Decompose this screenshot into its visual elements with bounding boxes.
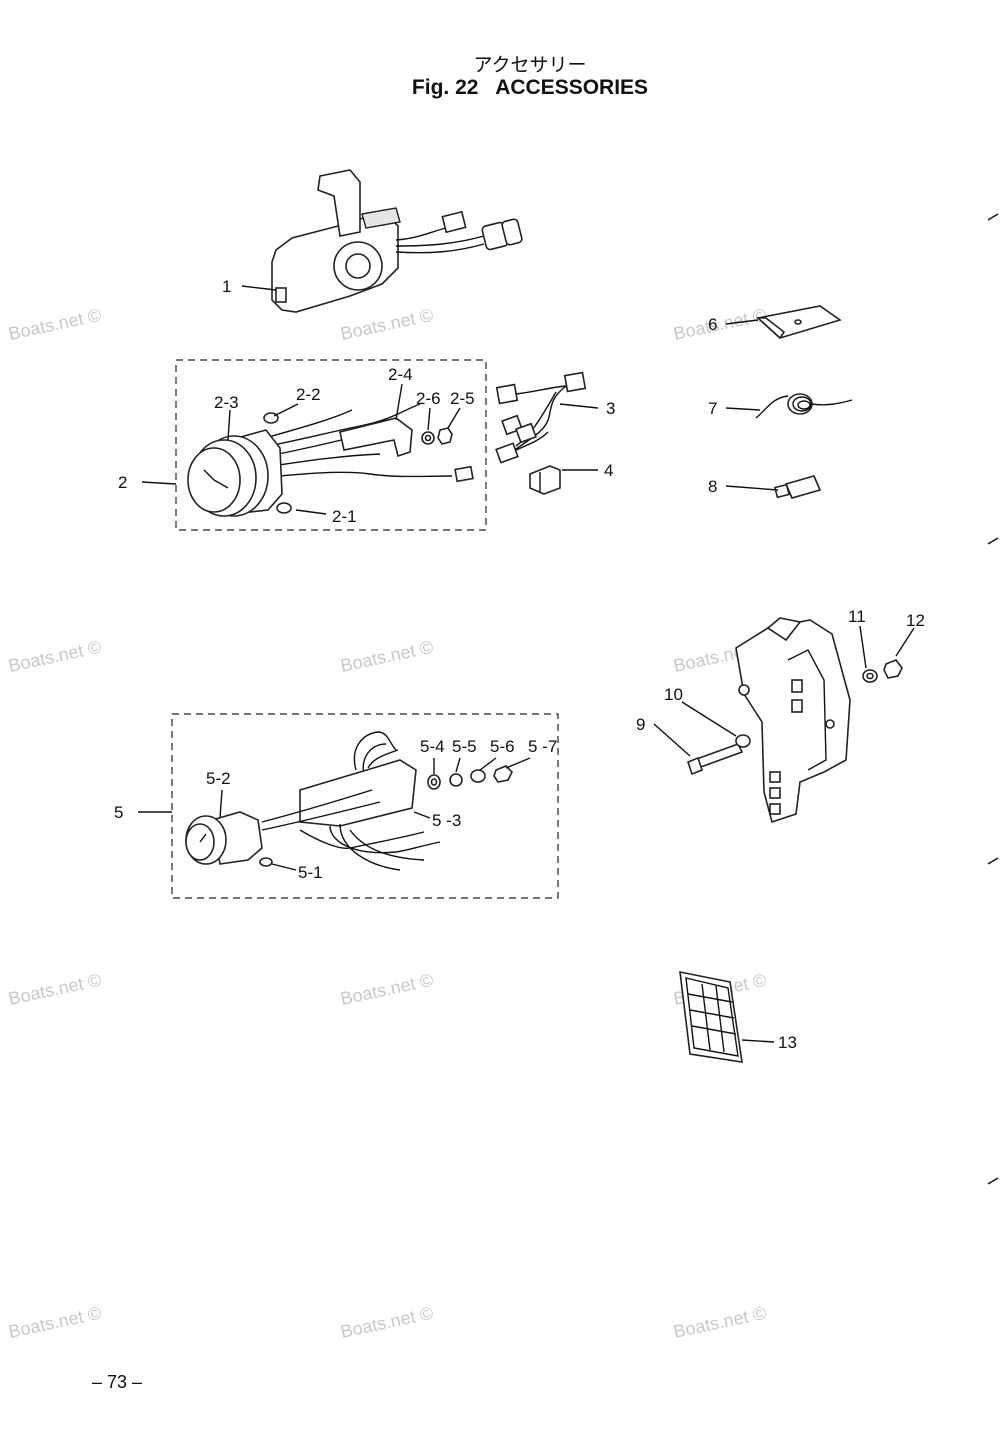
part-6-pouch	[755, 305, 842, 340]
label-1: 1	[222, 277, 231, 296]
watermark: Boats.net ©	[7, 970, 103, 1009]
label-13: 13	[778, 1033, 797, 1052]
label-3: 3	[606, 399, 615, 418]
label-2-6: 2-6	[416, 389, 441, 408]
label-10: 10	[664, 685, 683, 704]
label-4: 4	[604, 461, 613, 480]
label-2-4: 2-4	[388, 365, 413, 384]
label-5-2: 5-2	[206, 769, 231, 788]
label-5-7: 5 -7	[528, 737, 557, 756]
label-2-5: 2-5	[450, 389, 475, 408]
part-1-remote-control-box	[271, 169, 523, 313]
label-11: 11	[848, 607, 866, 626]
part-13-decal	[679, 970, 743, 1063]
label-5-4: 5-4	[420, 737, 445, 756]
label-5-1: 5-1	[298, 863, 323, 882]
page-number: – 73 –	[92, 1372, 143, 1392]
watermark: Boats.net ©	[339, 970, 435, 1009]
label-2-2: 2-2	[296, 385, 321, 404]
part-7-cord	[755, 393, 853, 419]
watermark: Boats.net ©	[672, 1303, 768, 1342]
watermark: Boats.net ©	[339, 637, 435, 676]
title-japanese: アクセサリー	[473, 54, 587, 76]
label-9: 9	[636, 715, 645, 734]
label-6: 6	[708, 315, 717, 334]
part-2-tachometer	[187, 403, 474, 517]
figure-title: Fig. 22 ACCESSORIES	[0, 76, 1000, 100]
label-5-3: 5 -3	[432, 811, 461, 830]
part-5-group-box	[171, 713, 559, 899]
edge-marks	[987, 213, 999, 1185]
part-8-fitting	[773, 475, 822, 499]
watermark: Boats.net ©	[672, 305, 768, 344]
watermarks: Boats.net © Boats.net © Boats.net © Boat…	[7, 305, 768, 1342]
label-5: 5	[114, 803, 123, 822]
watermark: Boats.net ©	[7, 1303, 103, 1342]
part-labels: 1 2 2-1 2-2 2-3 2-4 2-6 2-5 3 4 5 5-1 5-…	[114, 277, 925, 1052]
label-2: 2	[118, 473, 127, 492]
watermark: Boats.net ©	[339, 1303, 435, 1342]
label-8: 8	[708, 477, 717, 496]
label-2-3: 2-3	[214, 393, 239, 412]
part-9-12-bracket	[687, 617, 903, 824]
figure-number: Fig. 22	[411, 76, 479, 99]
label-7: 7	[708, 399, 717, 418]
watermark: Boats.net ©	[339, 305, 435, 344]
label-5-6: 5-6	[490, 737, 515, 756]
leader-lines	[138, 285, 915, 1043]
label-2-1: 2-1	[332, 507, 357, 526]
part-5-hour-meter	[185, 731, 513, 871]
watermark: Boats.net ©	[7, 637, 103, 676]
label-5-5: 5-5	[452, 737, 477, 756]
part-3-wire-harness	[495, 371, 587, 464]
figure-name: ACCESSORIES	[495, 76, 649, 99]
watermark: Boats.net ©	[7, 305, 103, 344]
part-4-connector	[529, 465, 561, 495]
label-12: 12	[906, 611, 925, 630]
